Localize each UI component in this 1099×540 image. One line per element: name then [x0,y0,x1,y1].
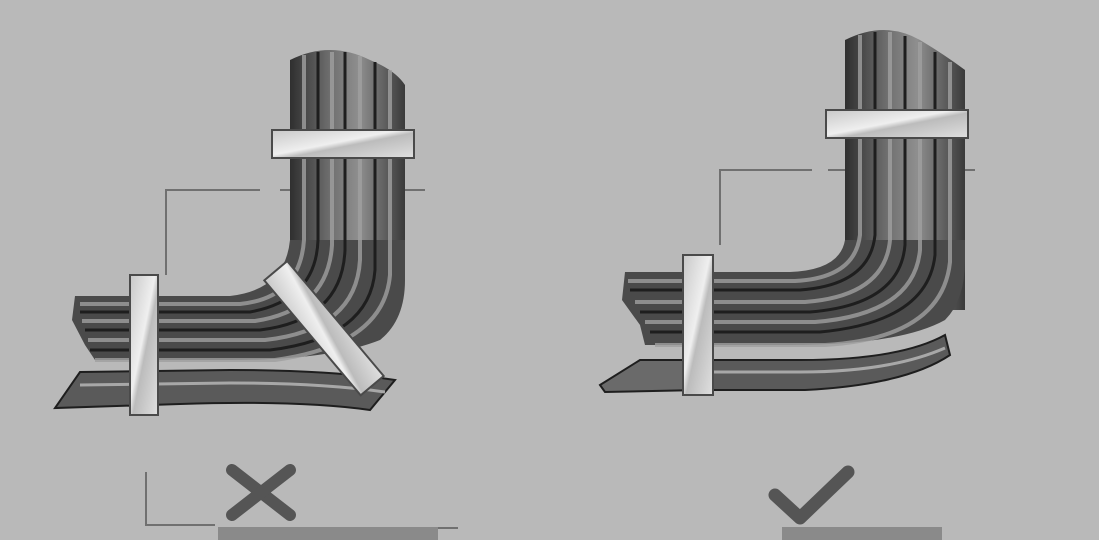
base-bar [782,527,942,540]
top-clamp [826,110,968,138]
vertical-clamp [683,255,713,395]
check-icon [775,472,848,518]
panel-incorrect [55,50,458,540]
top-clamp [272,130,414,158]
cross-icon [232,470,290,515]
panel-correct [600,30,975,540]
base-bar [146,472,458,540]
vertical-clamp [130,275,158,415]
cable-bundle [600,30,965,392]
